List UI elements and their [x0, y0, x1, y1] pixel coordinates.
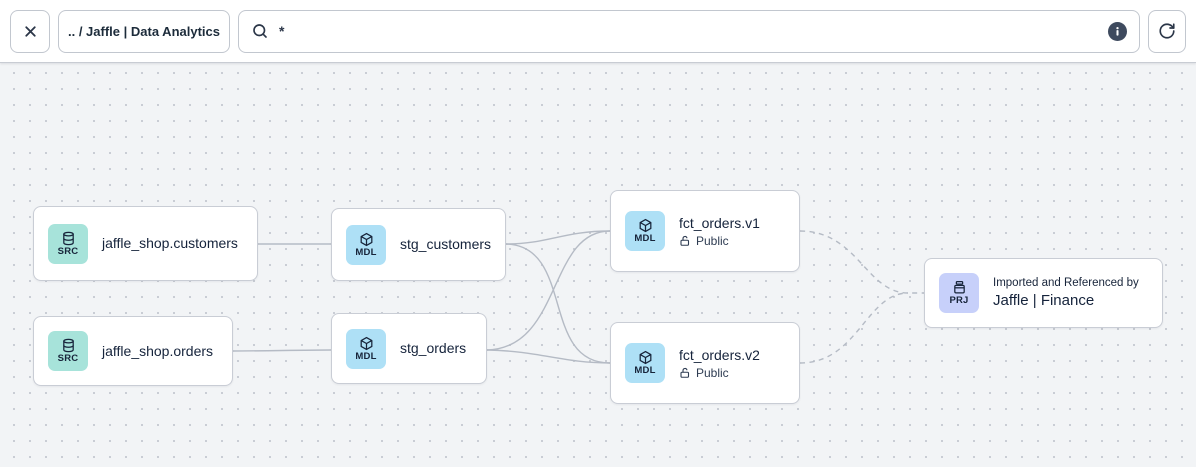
- refresh-button[interactable]: [1148, 9, 1186, 53]
- node-stg-orders[interactable]: MDL stg_orders: [331, 313, 487, 384]
- edge-cross-project: [799, 292, 909, 364]
- badge-label: PRJ: [949, 295, 969, 307]
- edges-layer: [232, 230, 924, 364]
- badge-label: MDL: [355, 350, 377, 362]
- cube-icon: [638, 218, 653, 233]
- archive-icon: [952, 280, 967, 295]
- node-fct-orders-v1[interactable]: MDL fct_orders.v1 Public: [610, 190, 800, 272]
- access-label: Public: [696, 365, 729, 380]
- cube-icon: [638, 350, 653, 365]
- node-title: fct_orders.v1: [679, 215, 760, 232]
- model-badge: MDL: [625, 211, 665, 251]
- lock-open-icon: [679, 235, 691, 247]
- node-title: jaffle_shop.orders: [102, 342, 214, 359]
- source-badge: SRC: [48, 223, 88, 264]
- edge: [486, 349, 611, 364]
- access-label: Public: [696, 233, 729, 248]
- info-icon[interactable]: [1108, 21, 1127, 41]
- node-title: stg_orders: [400, 340, 467, 357]
- project-badge: PRJ: [939, 273, 979, 313]
- badge-label: MDL: [634, 233, 656, 245]
- node-jaffle-finance-project[interactable]: PRJ Imported and Referenced by Jaffle | …: [924, 258, 1163, 328]
- edge: [232, 349, 332, 352]
- node-subtitle: Imported and Referenced by: [993, 276, 1139, 289]
- toolbar: .. / Jaffle | Data Analytics: [0, 0, 1196, 63]
- cube-icon: [359, 232, 374, 247]
- access-row: Public: [679, 367, 760, 379]
- badge-label: SRC: [57, 353, 79, 365]
- database-icon: [61, 338, 76, 353]
- edge: [486, 230, 611, 351]
- close-icon: [22, 23, 39, 40]
- breadcrumb-button[interactable]: .. / Jaffle | Data Analytics: [58, 9, 230, 53]
- lineage-canvas[interactable]: SRC jaffle_shop.customers SRC jaffle_sho…: [0, 63, 1196, 467]
- node-title: jaffle_shop.customers: [102, 235, 238, 252]
- access-row: Public: [679, 235, 760, 247]
- cube-icon: [359, 336, 374, 351]
- node-jaffle-shop-customers[interactable]: SRC jaffle_shop.customers: [33, 206, 258, 281]
- badge-label: SRC: [57, 245, 79, 257]
- model-badge: MDL: [346, 224, 386, 265]
- edge: [505, 243, 611, 364]
- badge-label: MDL: [355, 246, 377, 258]
- lock-open-icon: [679, 367, 691, 379]
- search-input[interactable]: [279, 23, 1098, 39]
- badge-label: MDL: [634, 365, 656, 377]
- node-title: stg_customers: [400, 236, 492, 253]
- edge-cross-project: [799, 230, 924, 294]
- node-jaffle-shop-orders[interactable]: SRC jaffle_shop.orders: [33, 316, 233, 386]
- model-badge: MDL: [346, 328, 386, 369]
- node-stg-customers[interactable]: MDL stg_customers: [331, 208, 506, 281]
- refresh-icon: [1158, 22, 1176, 40]
- database-icon: [61, 231, 76, 246]
- node-title: fct_orders.v2: [679, 347, 760, 364]
- breadcrumb: .. / Jaffle | Data Analytics: [68, 23, 220, 39]
- model-badge: MDL: [625, 343, 665, 383]
- source-badge: SRC: [48, 331, 88, 371]
- node-title: Jaffle | Finance: [993, 291, 1095, 309]
- node-fct-orders-v2[interactable]: MDL fct_orders.v2 Public: [610, 322, 800, 404]
- search-icon: [251, 22, 269, 40]
- search-box[interactable]: [238, 9, 1140, 53]
- close-button[interactable]: [10, 9, 50, 53]
- edge: [505, 230, 611, 245]
